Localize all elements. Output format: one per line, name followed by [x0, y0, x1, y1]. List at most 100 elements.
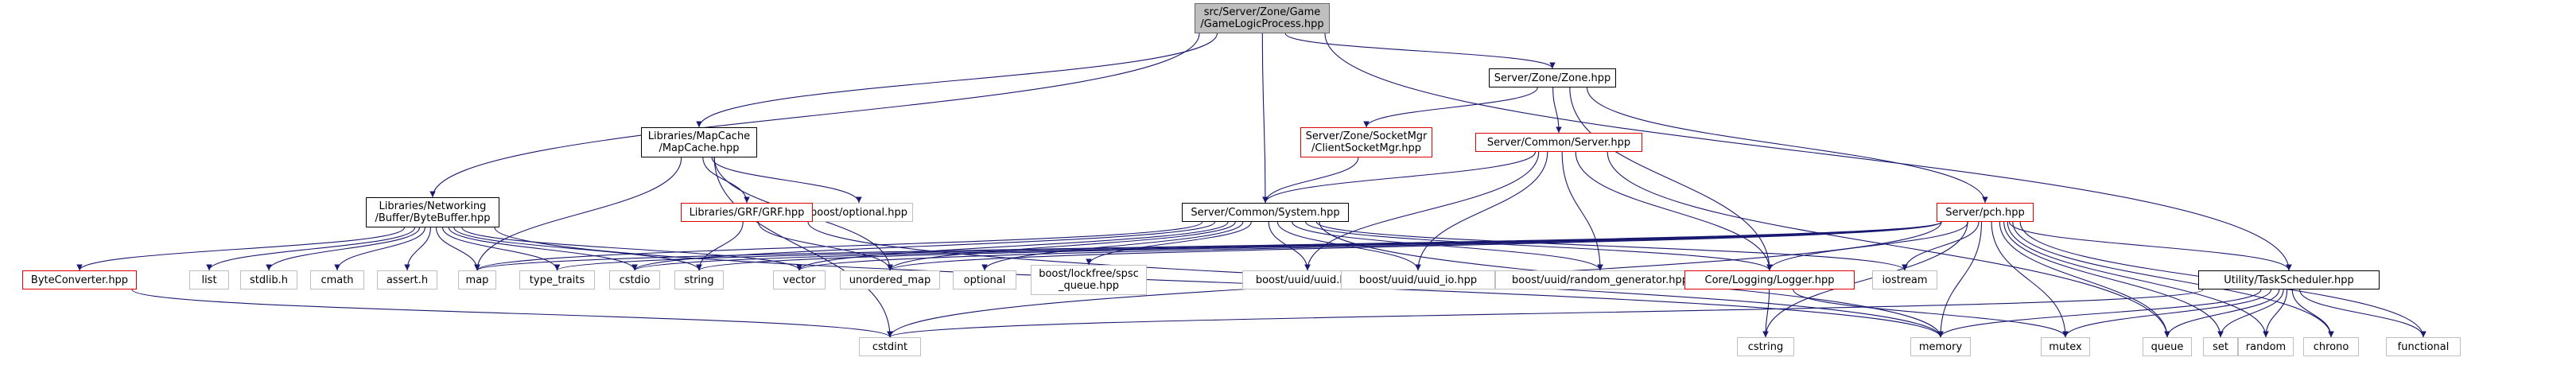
node-label-line: functional: [2397, 340, 2450, 353]
edge-server-to-uuid: [1304, 151, 1540, 271]
node-label-line: Core/Logging/Logger.hpp: [1704, 274, 1835, 286]
edge-taskscheduler-to-memory: [1937, 289, 2262, 338]
edge-pch-to-memory: [1937, 221, 1983, 338]
node-label-line: boost/uuid/uuid_io.hpp: [1358, 274, 1478, 286]
edge-pch-to-iostream: [1902, 221, 1980, 271]
node-label-line: queue: [2151, 340, 2184, 353]
node-optional: optional: [953, 270, 1016, 289]
edge-system-to-uuid-io: [1276, 221, 1421, 271]
node-mapcache[interactable]: Libraries/MapCache/MapCache.hpp: [641, 127, 757, 157]
node-bytebuffer[interactable]: Libraries/Networking/Buffer/ByteBuffer.h…: [366, 197, 499, 227]
node-memory: memory: [1910, 337, 1971, 356]
node-type-traits: type_traits: [519, 270, 595, 289]
edge-system-to-optional: [981, 221, 1244, 271]
node-set: set: [2203, 337, 2238, 356]
node-label-line: set: [2213, 340, 2228, 353]
node-cstdint: cstdint: [859, 337, 921, 356]
node-byteconverter[interactable]: ByteConverter.hpp: [22, 270, 137, 289]
node-logger[interactable]: Core/Logging/Logger.hpp: [1684, 270, 1855, 289]
edge-taskscheduler-to-functional: [2298, 289, 2426, 338]
node-stdlib: stdlib.h: [240, 270, 297, 289]
node-label-line: boost/uuid/uuid.hpp: [1255, 274, 1360, 286]
edge-bytebuffer-to-assert: [404, 227, 431, 271]
node-iostream: iostream: [1872, 270, 1937, 289]
node-pch[interactable]: Server/pch.hpp: [1937, 203, 2034, 222]
edge-system-to-cstdio: [631, 221, 1216, 271]
node-label-line: boost/optional.hpp: [810, 206, 907, 219]
node-label-line: stdlib.h: [250, 274, 288, 286]
node-chrono: chrono: [2303, 337, 2359, 356]
node-label-line: cstdint: [872, 340, 908, 353]
edge-taskscheduler-to-set: [2217, 289, 2284, 338]
node-label-line: random: [2245, 340, 2287, 353]
node-label-line: cstdio: [619, 274, 651, 286]
edge-server-to-system: [1262, 151, 1537, 204]
node-zone[interactable]: Server/Zone/Zone.hpp: [1489, 68, 1616, 87]
node-main[interactable]: src/Server/Zone/Game/GameLogicProcess.hp…: [1195, 3, 1330, 33]
edge-main-to-zone: [1284, 33, 1556, 69]
edge-main-to-system: [1261, 33, 1269, 204]
edge-system-to-logger: [1305, 221, 1773, 271]
node-uuid-io: boost/uuid/uuid_io.hpp: [1341, 270, 1495, 289]
node-taskscheduler[interactable]: Utility/TaskScheduler.hpp: [2198, 270, 2380, 289]
edge-pch-to-random: [2007, 221, 2269, 338]
edge-logger-to-mutex: [1793, 289, 2069, 338]
edge-system-to-vector: [796, 221, 1229, 271]
node-string: string: [674, 270, 724, 289]
edge-server-to-logger: [1575, 151, 1773, 271]
node-label-line: Libraries/GRF/GRF.hpp: [689, 206, 805, 219]
edge-logger-to-cstring: [1762, 289, 1770, 338]
edge-system-to-random-gen: [1292, 221, 1603, 271]
node-label-line: assert.h: [386, 274, 429, 286]
edge-pch-to-taskscheduler: [2009, 221, 2292, 271]
node-server[interactable]: Server/Common/Server.hpp: [1475, 133, 1642, 152]
edge-taskscheduler-to-cstdint: [887, 289, 2204, 338]
edge-bytebuffer-to-list: [206, 227, 416, 271]
edge-taskscheduler-to-random: [2263, 289, 2288, 338]
node-label-line: cstring: [1747, 340, 1784, 353]
node-label-line: Server/pch.hpp: [1945, 206, 2025, 219]
edge-main-to-mapcache: [696, 33, 1218, 128]
node-label-line: Libraries/Networking: [379, 200, 487, 212]
edge-grf-to-string: [696, 221, 744, 271]
node-unordered-map: unordered_map: [840, 270, 940, 289]
node-label-line: Server/Common/Server.hpp: [1486, 136, 1631, 149]
node-grf[interactable]: Libraries/GRF/GRF.hpp: [681, 203, 813, 222]
edge-bytebuffer-to-cmath: [334, 227, 425, 271]
edge-zone-to-server: [1552, 87, 1562, 134]
edge-byteconverter-to-cstdint: [131, 289, 893, 338]
edge-system-to-unordered-map: [887, 221, 1236, 271]
edge-mapcache-to-boost-optional: [711, 157, 862, 204]
node-cstring: cstring: [1737, 337, 1794, 356]
node-label-line: /GameLogicProcess.hpp: [1200, 18, 1324, 30]
node-queue: queue: [2143, 337, 2192, 356]
node-random: random: [2238, 337, 2294, 356]
node-label-line: src/Server/Zone/Game: [1203, 6, 1321, 18]
edge-taskscheduler-to-mutex: [2062, 289, 2272, 338]
edge-pch-to-unordered-map: [887, 221, 1942, 271]
edge-bytebuffer-to-cstdio: [448, 227, 638, 271]
edge-system-to-lockfree: [1086, 221, 1252, 266]
node-label-line: list: [201, 274, 217, 286]
edge-pch-to-vector: [796, 221, 1942, 271]
node-label-line: boost/lockfree/spsc: [1039, 268, 1139, 280]
node-boost-optional: boost/optional.hpp: [805, 203, 913, 222]
node-label-line: /ClientSocketMgr.hpp: [1311, 142, 1422, 154]
edge-zone-to-logger: [1569, 87, 1773, 271]
edge-mapcache-to-grf: [702, 157, 750, 204]
edge-system-to-iostream: [1315, 221, 1908, 271]
node-label-line: boost/uuid/random_generator.hpp: [1512, 274, 1688, 286]
edge-pch-to-chrono: [2012, 221, 2334, 338]
node-socketmgr[interactable]: Server/Zone/SocketMgr/ClientSocketMgr.hp…: [1300, 127, 1432, 157]
edge-server-to-uuid-io: [1415, 151, 1548, 271]
node-system[interactable]: Server/Common/System.hpp: [1182, 203, 1349, 222]
node-label-line: cmath: [321, 274, 354, 286]
edge-pch-to-type-traits: [554, 221, 1942, 271]
edge-socketmgr-to-system: [1262, 157, 1359, 204]
edge-bytebuffer-to-vector: [461, 227, 802, 271]
edge-pch-to-queue: [1999, 221, 2170, 338]
edge-mapcache-to-map: [474, 157, 682, 271]
edge-system-to-map: [474, 221, 1203, 271]
